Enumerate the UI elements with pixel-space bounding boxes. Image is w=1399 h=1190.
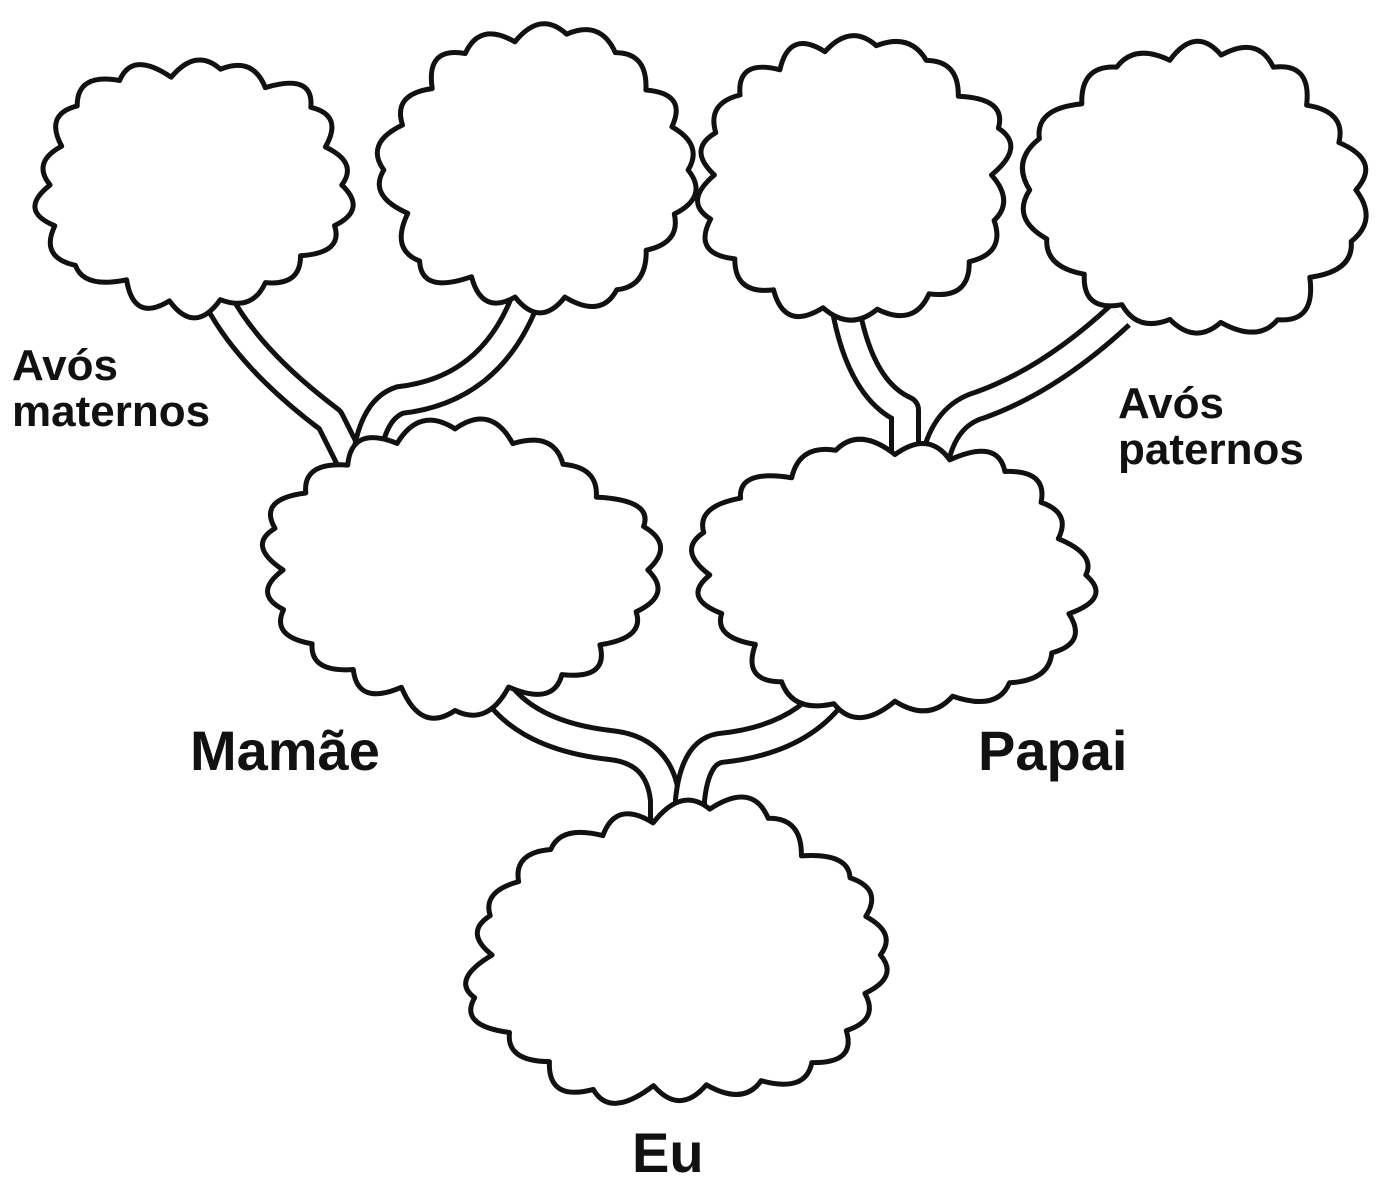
father-crown	[689, 436, 1099, 721]
paternal-grandparent-right-crown	[1020, 38, 1369, 336]
mother-branch	[479, 673, 677, 850]
tree-crowns	[32, 21, 1369, 1106]
me-crown	[463, 794, 890, 1106]
maternal-right-branch	[354, 295, 536, 472]
mother-label: Mamãe	[190, 719, 380, 782]
paternal-label-line1: Avós	[1118, 379, 1224, 428]
paternal-grandparents-label: Avós paternos	[1118, 379, 1304, 475]
paternal-label-line2: paternos	[1118, 425, 1304, 475]
paternal-left-branch	[834, 303, 916, 460]
mother-crown	[259, 416, 663, 721]
maternal-label-line2: maternos	[12, 387, 211, 437]
me-label: Eu	[632, 1121, 704, 1184]
maternal-label-line1: Avós	[12, 341, 118, 390]
father-label: Papai	[978, 719, 1128, 782]
maternal-left-branch	[208, 294, 365, 475]
maternal-grandparents-label: Avós maternos	[12, 341, 211, 437]
maternal-grandparent-right-crown	[374, 21, 699, 316]
paternal-grandparent-left-crown	[695, 33, 1014, 323]
tree-branches	[203, 292, 1131, 850]
paternal-right-branch	[924, 306, 1128, 463]
maternal-grandparent-left-crown	[32, 57, 356, 321]
father-branch	[678, 682, 845, 850]
